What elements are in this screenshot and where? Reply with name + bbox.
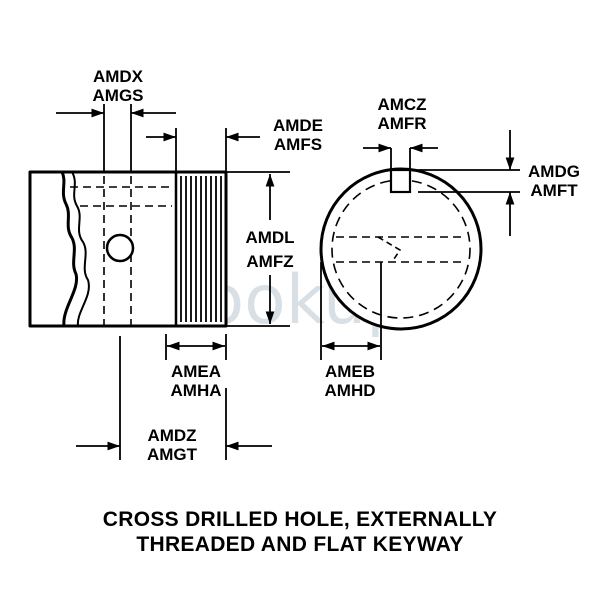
caption-line-2: THREADED AND FLAT KEYWAY — [136, 533, 463, 556]
end-view — [319, 167, 483, 331]
dim-label-amdz: AMDZ — [147, 426, 196, 445]
dim-label-amde: AMDE — [273, 116, 323, 135]
dim-label-amha: AMHA — [171, 381, 222, 400]
dim-label-ameb: AMEB — [325, 362, 375, 381]
dim-label-amfz: AMFZ — [246, 252, 293, 271]
dim-label-amft: AMFT — [530, 181, 578, 200]
dim-label-amea: AMEA — [171, 362, 221, 381]
dim-label-amdg: AMDG — [528, 162, 580, 181]
dim-label-amdl: AMDL — [245, 228, 294, 247]
dim-label-amgs: AMGS — [93, 86, 144, 105]
side-view — [28, 170, 228, 328]
dimension-lines — [56, 104, 520, 460]
dimension-amdx: AMDX AMGS — [93, 67, 144, 105]
dimension-amdl: AMDL AMFZ — [245, 228, 294, 271]
dim-label-amfs: AMFS — [274, 135, 322, 154]
dim-label-amcz: AMCZ — [377, 95, 426, 114]
dim-label-amhd: AMHD — [325, 381, 376, 400]
dim-label-amfr: AMFR — [377, 114, 426, 133]
dimension-amdz: AMDZ AMGT — [147, 426, 198, 464]
dimension-amcz: AMCZ AMFR — [377, 95, 426, 133]
dimension-amea: AMEA AMHA — [171, 362, 222, 400]
dim-label-amdx: AMDX — [93, 67, 144, 86]
dimension-ameb: AMEB AMHD — [325, 362, 376, 400]
cross-drilled-hole — [105, 233, 135, 263]
flat-keyway — [389, 168, 412, 194]
caption-line-1: CROSS DRILLED HOLE, EXTERNALLY — [103, 508, 497, 531]
drill-point-line — [377, 236, 402, 263]
dim-label-amgt: AMGT — [147, 445, 198, 464]
dimension-amdg: AMDG AMFT — [528, 162, 580, 200]
external-thread-hatch — [180, 176, 222, 322]
dimension-amde: AMDE AMFS — [273, 116, 323, 154]
break-line — [71, 171, 90, 327]
